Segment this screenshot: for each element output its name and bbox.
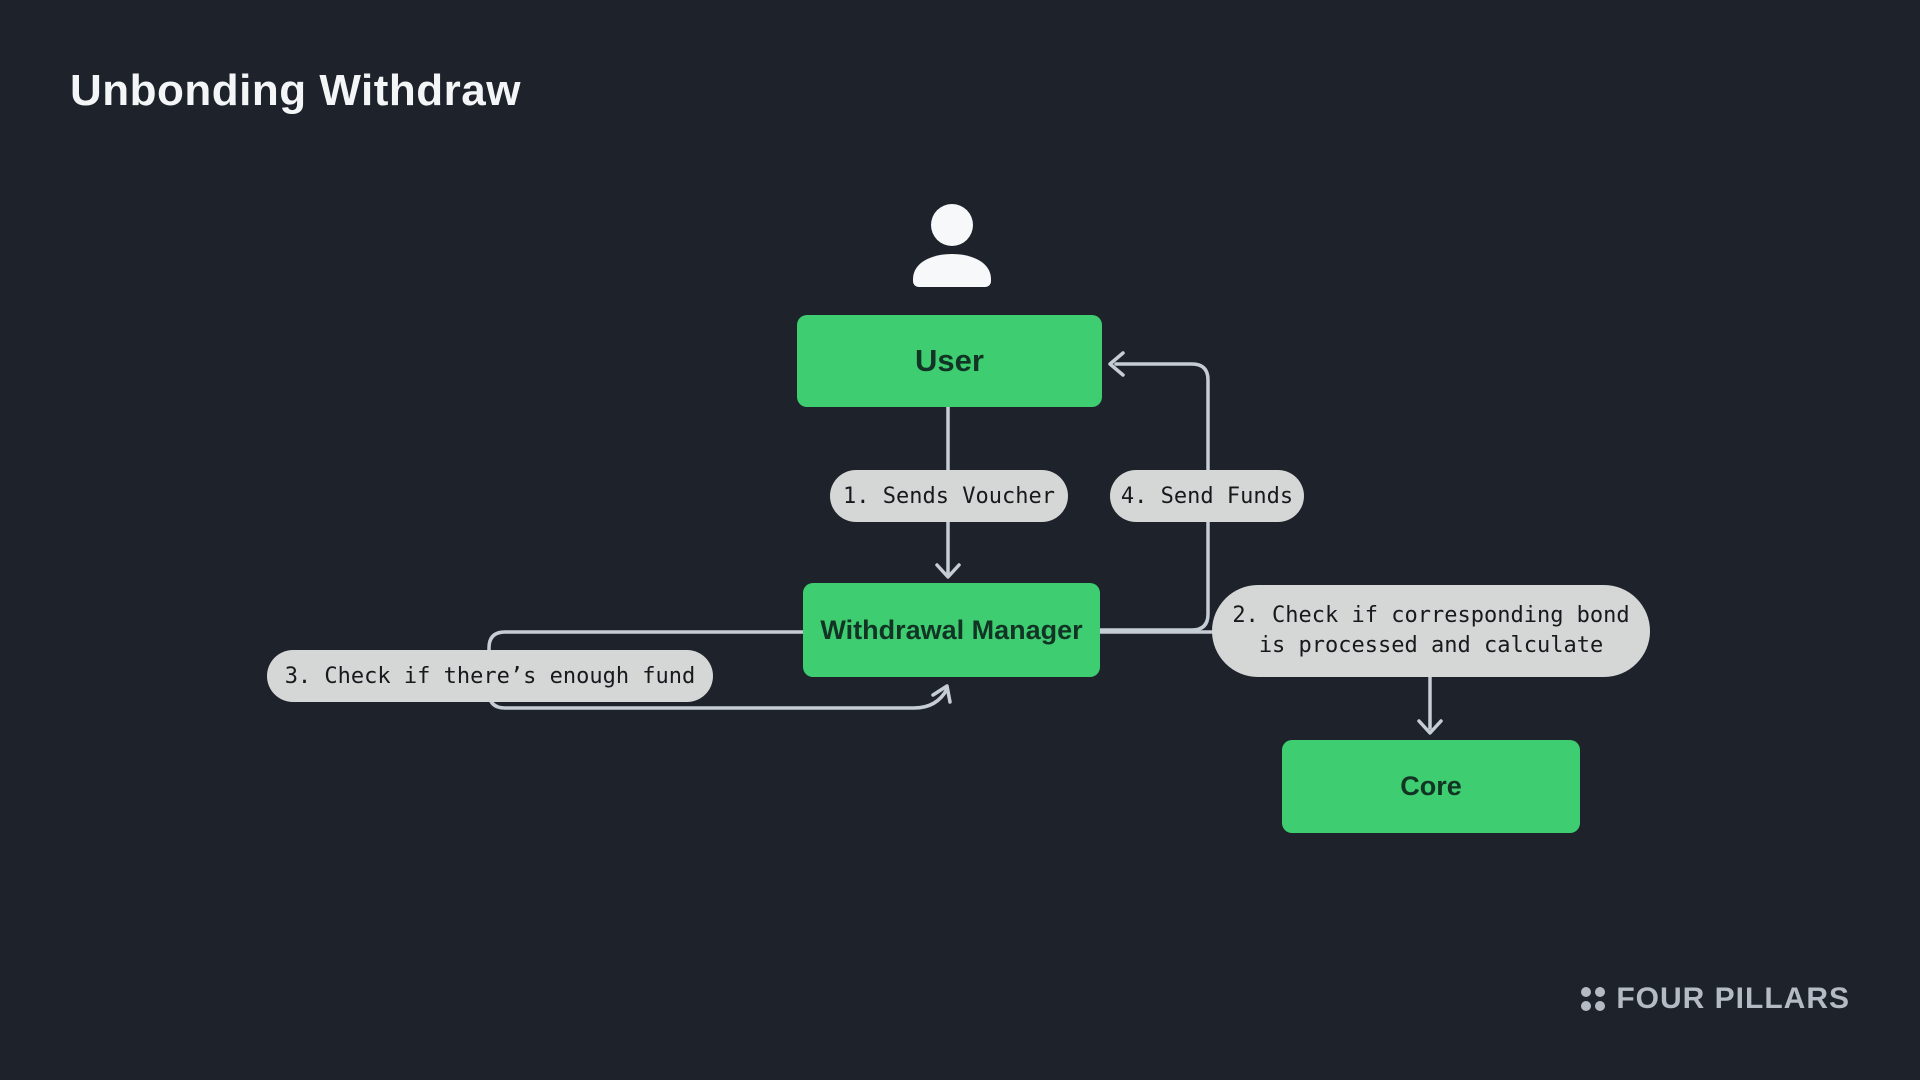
- edge-3-arrowhead-icon: [931, 684, 952, 704]
- node-withdrawal-manager: Withdrawal Manager: [803, 583, 1100, 677]
- logo-dot: [1581, 1001, 1592, 1011]
- logo-dot: [1581, 987, 1592, 997]
- person-icon: [913, 204, 991, 287]
- edge-label-check-bond-line1: 2. Check if corresponding bond: [1232, 603, 1630, 628]
- logo-dot: [1595, 1001, 1606, 1011]
- page-title: Unbonding Withdraw: [70, 66, 521, 115]
- brand-name: FOUR PILLARS: [1616, 982, 1850, 1015]
- edge-label-check-bond-line2: is processed and calculate: [1258, 633, 1604, 658]
- edge-label-check-fund: 3. Check if there’s enough fund: [267, 650, 713, 702]
- node-user: User: [797, 315, 1102, 407]
- edge-label-send-funds: 4. Send Funds: [1110, 470, 1304, 522]
- edge-label-check-bond: 2. Check if corresponding bond is proces…: [1212, 585, 1650, 677]
- logo-dot: [1595, 987, 1606, 997]
- edge-2-arrowhead-icon: [1417, 719, 1443, 735]
- four-pillars-dots-icon: [1581, 987, 1606, 1011]
- four-pillars-logo: FOUR PILLARS: [1581, 982, 1850, 1016]
- node-core: Core: [1282, 740, 1580, 833]
- edge-3-line: [487, 630, 949, 710]
- edge-1-arrowhead-icon: [935, 563, 961, 579]
- edge-4-arrowhead-icon: [1108, 351, 1125, 377]
- edge-label-sends-voucher: 1. Sends Voucher: [830, 470, 1068, 522]
